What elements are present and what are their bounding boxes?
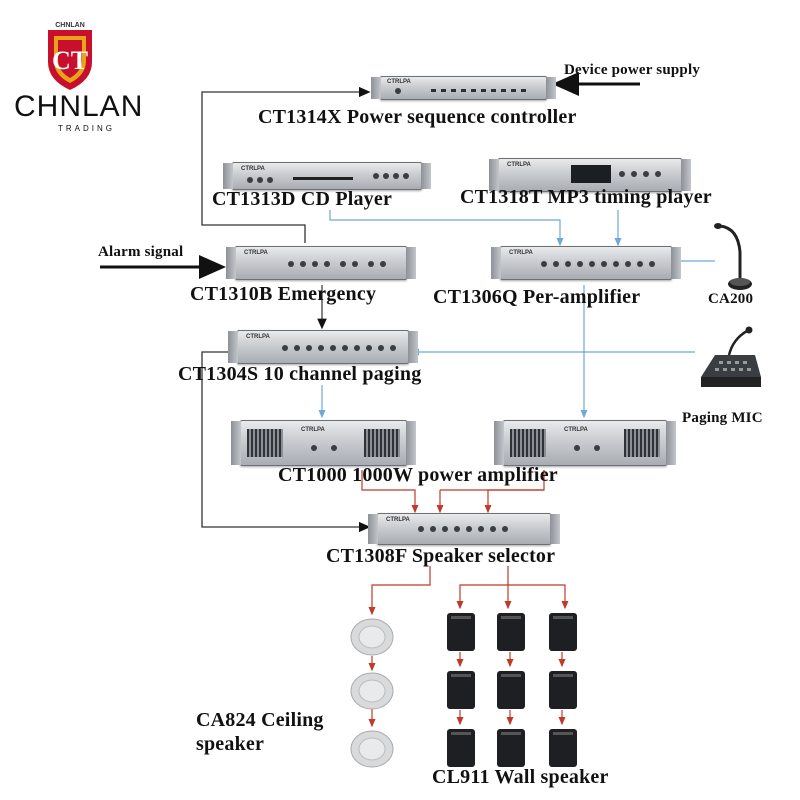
ceiling-speaker — [350, 672, 394, 710]
ct1314x-device: CTRLPA — [371, 76, 556, 100]
wall-speaker-icon — [549, 613, 577, 651]
wall-speaker-icon — [497, 613, 525, 651]
ct1313d-device: CTRLPA — [223, 162, 431, 190]
ct1310b-device: CTRLPA — [226, 246, 416, 280]
wall-speaker — [548, 612, 578, 652]
ct1304s-label: CT1304S 10 channel paging — [178, 363, 422, 385]
shield-logo-icon: CHNLAN CT — [48, 22, 92, 90]
wall-speaker-icon — [447, 671, 475, 709]
selector-to-ceiling-wire — [368, 566, 431, 616]
ct1313d-label: CT1313D CD Player — [212, 188, 393, 210]
ct1000-amplifier-right: CTRLPA — [494, 420, 676, 466]
wall-speaker — [496, 670, 526, 710]
amp1-to-selector-wire — [361, 470, 419, 514]
ct1306q-label: CT1306Q Per-amplifier — [433, 286, 641, 308]
ct1308f-label: CT1308F Speaker selector — [326, 545, 556, 567]
ct1308f-device: CTRLPA — [368, 513, 560, 545]
ceiling-speaker-icon — [350, 672, 394, 710]
wall-speaker — [496, 728, 526, 768]
wall-speaker-icon — [497, 729, 525, 767]
ct1318t-device: CTRLPA — [489, 158, 691, 192]
selector-to-wall-wire — [456, 566, 509, 610]
svg-text:CT: CT — [52, 46, 88, 75]
cd-to-preamp-wire — [329, 210, 564, 247]
paging-mic-device — [695, 325, 765, 397]
wall-speaker-icon — [447, 613, 475, 651]
gooseneck-mic-icon — [714, 223, 752, 290]
wall-speaker — [446, 670, 476, 710]
ceiling-speaker-icon — [350, 730, 394, 768]
ca200-label: CA200 — [708, 291, 754, 307]
ct1318t-label: CT1318T MP3 timing player — [460, 186, 712, 208]
chnlan-logo: CHNLAN CT CHNLAN TRADING — [14, 18, 142, 133]
ct1000-amplifier-left: CTRLPA — [231, 420, 416, 466]
brand-name: CHNLAN — [14, 90, 144, 123]
ct1310b-label: CT1310B Emergency — [190, 283, 377, 305]
cl911-label: CL911 Wall speaker — [432, 766, 609, 788]
wall-speaker — [548, 670, 578, 710]
wall-speaker — [496, 612, 526, 652]
wall-speaker-icon — [549, 729, 577, 767]
wall-speaker — [446, 728, 476, 768]
brand-sub: TRADING — [58, 124, 115, 133]
ca200-gooseneck-mic — [712, 222, 752, 294]
wall-speaker-icon — [447, 729, 475, 767]
ct1304s-device: CTRLPA — [228, 330, 418, 364]
alarm-label: Alarm signal — [98, 244, 184, 260]
paging-mic-icon — [701, 326, 761, 387]
wall-speaker-icon — [549, 671, 577, 709]
power-supply-label: Device power supply — [564, 62, 701, 78]
ceiling-speaker-icon — [350, 618, 394, 656]
badge-top-text: CHNLAN — [55, 22, 85, 29]
ct1306q-device: CTRLPA — [491, 246, 681, 280]
ct1000-label: CT1000 1000W power amplifier — [278, 464, 558, 486]
ct1314x-label: CT1314X Power sequence controller — [258, 106, 577, 128]
ceiling-speaker — [350, 730, 394, 768]
wall-speaker-icon — [497, 671, 525, 709]
ca824-label: CA824 Ceiling speaker — [196, 709, 324, 755]
paging-mic-label: Paging MIC — [682, 410, 763, 426]
wall-speaker — [548, 728, 578, 768]
selector-loop-wire — [201, 351, 371, 533]
wall-speaker — [446, 612, 476, 652]
power-loop-wire — [201, 86, 371, 243]
ceiling-speaker — [350, 618, 394, 656]
